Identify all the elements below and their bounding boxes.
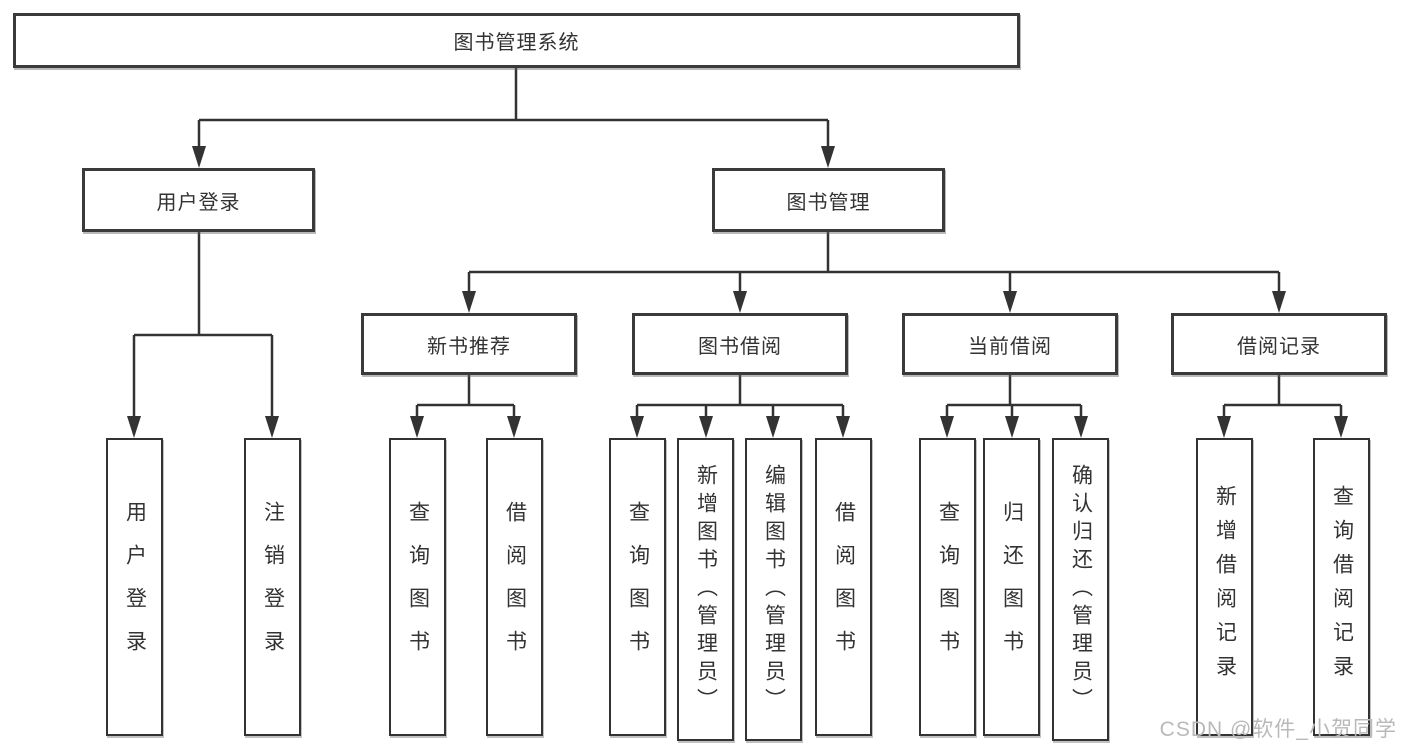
node-book-borrowing: 图书借阅	[632, 313, 848, 375]
node-library-system: 图书管理系统	[13, 13, 1020, 68]
node-current-borrowing: 当前借阅	[902, 313, 1118, 375]
leaf-confirm-return-admin: 确认归还（管理员）	[1052, 438, 1109, 741]
leaf-query-borrow-record: 查询借阅记录	[1313, 438, 1370, 736]
arrowhead-icons	[127, 146, 1348, 438]
leaf-query-books-current: 查询图书	[919, 438, 976, 736]
leaf-add-borrow-record: 新增借阅记录	[1196, 438, 1253, 736]
leaf-query-books-recommend: 查询图书	[389, 438, 446, 736]
node-book-management: 图书管理	[712, 168, 945, 232]
leaf-return-books: 归还图书	[983, 438, 1040, 736]
csdn-watermark: CSDN @软件_小贺同学	[1159, 718, 1397, 741]
leaf-borrow-books-recommend: 借阅图书	[486, 438, 543, 736]
leaf-query-books-borrowing: 查询图书	[609, 438, 666, 736]
leaf-borrow-books-borrowing: 借阅图书	[815, 438, 872, 736]
node-borrowing-records: 借阅记录	[1171, 313, 1387, 375]
leaf-logout: 注销登录	[244, 438, 301, 736]
node-user-login: 用户登录	[82, 168, 315, 232]
node-new-book-recommendation: 新书推荐	[361, 313, 577, 375]
leaf-add-book-admin: 新增图书（管理员）	[677, 438, 734, 741]
leaf-user-login: 用户登录	[106, 438, 163, 736]
connector-elbows	[132, 68, 1343, 418]
leaf-edit-book-admin: 编辑图书（管理员）	[745, 438, 802, 741]
